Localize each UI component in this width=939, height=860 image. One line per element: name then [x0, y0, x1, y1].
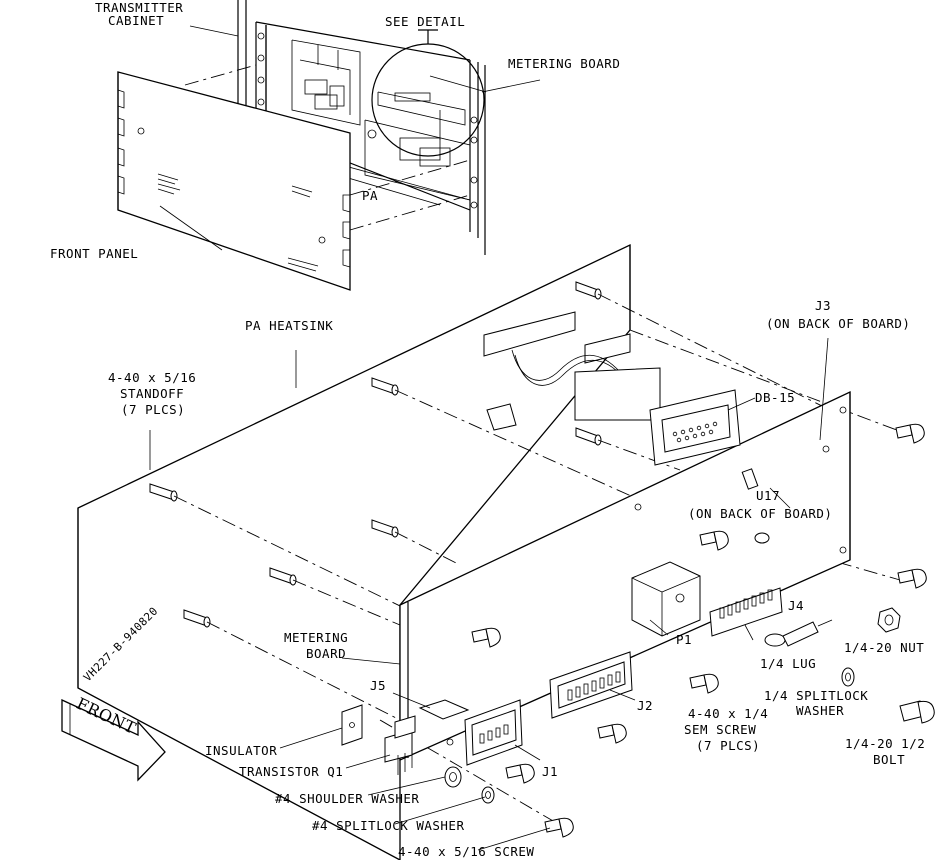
transmitter-cabinet: [189, 0, 486, 255]
label-transistor: TRANSISTOR Q1: [239, 764, 343, 779]
transistor-q1: [341, 704, 416, 775]
j1-connector: [464, 699, 523, 766]
label-transmitter-cabinet: TRANSMITTER: [95, 0, 183, 15]
screw: [544, 817, 574, 838]
sem-screw: [597, 723, 627, 744]
splitlock-washer-4: [481, 786, 495, 804]
label-p1: P1: [676, 632, 692, 647]
label-metering-board-top: METERING BOARD: [508, 56, 620, 71]
label-metering-board-2: BOARD: [306, 646, 346, 661]
leader-lines: [149, 75, 829, 851]
bolt: [899, 700, 935, 724]
label-u17: U17: [756, 488, 780, 503]
hardware: [444, 423, 935, 838]
label-j3: J3: [815, 298, 831, 313]
label-metering-board: METERING: [284, 630, 348, 645]
label-pa: PA: [362, 188, 378, 203]
label-sem-screw-3: (7 PLCS): [696, 738, 760, 753]
label-splitlock-1: 1/4 SPLITLOCK: [764, 688, 868, 703]
sem-screw: [699, 530, 729, 551]
db15-connector: [649, 389, 741, 466]
front-panel: [117, 64, 471, 291]
label-standoff-3: (7 PLCS): [121, 402, 185, 417]
label-standoff-1: 4-40 x 5/16: [108, 370, 196, 385]
label-transmitter-cabinet-2: CABINET: [108, 13, 164, 28]
label-screw: 4-40 x 5/16 SCREW: [398, 844, 534, 859]
label-insulator: INSULATOR: [205, 743, 277, 758]
label-nut: 1/4-20 NUT: [844, 640, 924, 655]
label-see-detail: SEE DETAIL: [385, 14, 465, 29]
label-bolt-1: 1/4-20 1/2: [845, 736, 925, 751]
labels: TRANSMITTER CABINET SEE DETAIL METERING …: [50, 0, 925, 859]
label-j5: J5: [370, 678, 386, 693]
sem-screw: [897, 568, 927, 589]
sem-screw: [895, 423, 925, 444]
nut: [877, 607, 901, 633]
label-sem-screw-2: SEM SCREW: [684, 722, 756, 737]
label-db15: DB-15: [755, 390, 795, 405]
label-shoulder-washer: #4 SHOULDER WASHER: [275, 791, 419, 806]
splitlock-washer: [841, 667, 855, 687]
standoff: [149, 281, 602, 628]
sem-screw: [471, 627, 501, 648]
label-standoff-2: STANDOFF: [120, 386, 184, 401]
p1-connector: [631, 561, 701, 637]
sem-screw: [505, 763, 535, 784]
j4-connector: [709, 587, 783, 637]
lug: [764, 619, 833, 647]
label-bolt-2: BOLT: [873, 752, 905, 767]
label-u17-note: (ON BACK OF BOARD): [688, 506, 832, 521]
sem-screw: [689, 673, 719, 694]
label-j1: J1: [542, 764, 558, 779]
label-j4: J4: [788, 598, 804, 613]
label-front-panel: FRONT PANEL: [50, 246, 138, 261]
label-j2: J2: [637, 698, 653, 713]
label-lug: 1/4 LUG: [760, 656, 816, 671]
label-sem-screw-1: 4-40 x 1/4: [688, 706, 768, 721]
label-pa-heatsink: PA HEATSINK: [245, 318, 333, 333]
label-splitlock-washer: #4 SPLITLOCK WASHER: [312, 818, 465, 833]
label-j3-note: (ON BACK OF BOARD): [766, 316, 910, 331]
j2-connector: [549, 651, 633, 719]
label-splitlock-2: WASHER: [796, 703, 844, 718]
shoulder-washer: [444, 766, 462, 788]
